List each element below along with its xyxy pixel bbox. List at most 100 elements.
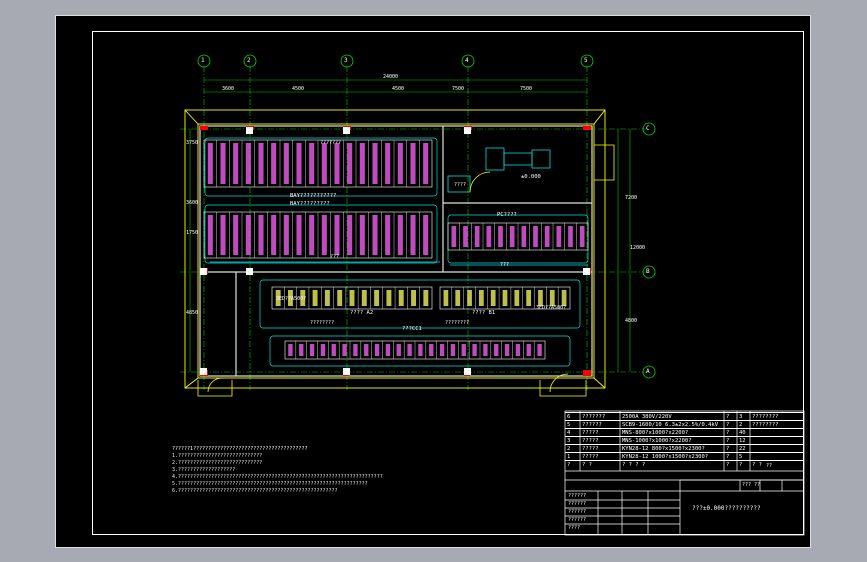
table-cell: 6 (567, 414, 571, 420)
cabinet-label-mark (245, 215, 251, 255)
dimension-lines (189, 79, 631, 372)
grid-label-c: C (646, 125, 650, 132)
cabinet-label-mark (494, 344, 499, 356)
cabinet-label-mark (374, 344, 380, 356)
cabinet-label-mark (359, 215, 365, 255)
dim-left-1: 3750 (186, 140, 199, 146)
table-cell: ???????? (752, 422, 779, 428)
cabinet-label-mark (521, 226, 527, 247)
title-label-4: ?????? (568, 517, 587, 523)
table-row: 1?????KYN28-12 1000?x1500?x2300??5 (565, 452, 804, 460)
table-cell: ? (726, 454, 730, 460)
cabinet-label-mark (398, 290, 404, 306)
grid-label-a: A (646, 368, 650, 375)
cabinet-label-mark (334, 143, 340, 184)
table-cell: 3 (567, 438, 571, 444)
cabinet-label-mark (386, 290, 392, 306)
cabinet-label-mark (385, 344, 391, 356)
cabinet-label-mark (504, 344, 510, 356)
cabinet-label-mark (283, 143, 289, 184)
table-cell: ?????? (582, 422, 602, 428)
table-cell: SCB9-1600/10 6.3±2x2.5%/0.4kV (622, 422, 719, 428)
table-cell: MNS-1000?x1000?x2200? (622, 438, 692, 444)
cabinet-label-mark (300, 290, 306, 306)
title-label-1: ?????? (568, 493, 587, 499)
cabinet-label-mark (321, 215, 327, 255)
label-top: ??????? (320, 140, 342, 146)
cabinet-label-mark (309, 143, 315, 184)
grid-label-5: 5 (584, 57, 588, 64)
drawing-title: ???±0.000?????????? (692, 505, 761, 512)
cabinet-label-mark (233, 143, 239, 184)
cabinet-label-mark (233, 215, 239, 255)
title-project: ?? (766, 463, 773, 469)
grid-label-1: 1 (201, 57, 205, 64)
dim-left-3: 1750 (186, 230, 199, 236)
note-line: 1.???????????????????????????? (172, 453, 263, 459)
cabinet-label-mark (347, 215, 353, 255)
table-cell: 22 (739, 446, 746, 452)
cabinet-label-mark (361, 290, 367, 306)
transformer (447, 144, 615, 193)
cabinet-label-mark (288, 290, 293, 306)
label-elevation: ±0.000 (521, 174, 541, 180)
cabinet-labels (207, 143, 585, 356)
table-header-cell: ? (726, 462, 730, 468)
title-label-2: ?????? (568, 501, 587, 507)
table-row: 3?????MNS-1000?x1000?x2200??12 (565, 436, 804, 444)
table-cell: 2500A 380V/220V (622, 414, 672, 420)
dim-left-2: 3600 (186, 200, 199, 206)
cabinet-label-mark (515, 344, 521, 356)
cabinet-label-mark (309, 344, 315, 356)
cabinet-label-mark (490, 290, 496, 306)
cabinet-label-mark (423, 215, 429, 255)
cabinet-label-mark (410, 143, 416, 184)
table-header-cell: ? ? ? ? (622, 462, 646, 468)
cabinet-label-mark (324, 290, 330, 306)
cabinet-label-mark (385, 143, 391, 184)
note-line: 4.??????????????????????????????????????… (172, 474, 383, 480)
cabinet-label-mark (455, 290, 461, 306)
note-line: 2.???????????????????????????? (172, 460, 263, 466)
cabinet-label-mark (396, 344, 401, 356)
table-cell: 4 (567, 430, 571, 436)
cabinet-label-mark (498, 226, 503, 247)
title-label-3: ?????? (568, 509, 587, 515)
cabinet-label-mark (275, 290, 281, 306)
cabinet-label-mark (372, 143, 378, 184)
grid-label-4: 4 (465, 57, 469, 64)
cabinet-label-mark (549, 290, 555, 306)
cabinet-label-mark (461, 344, 466, 356)
table-header-cell: ? (567, 462, 571, 468)
cabinet-label-mark (544, 226, 550, 247)
cabinet-label-mark (288, 344, 293, 356)
cabinet-label-mark (331, 344, 336, 356)
cabinet-label-mark (423, 143, 429, 184)
dim-overall: 24000 (383, 74, 399, 80)
table-header-cell: ? ? (752, 462, 762, 468)
label-pc: PC???? (497, 212, 517, 218)
title-stage: ??? ?? (742, 482, 761, 488)
cabinet-label-mark (514, 290, 520, 306)
dim-top-5: 7500 (520, 86, 533, 92)
table-cell: ? (726, 414, 730, 420)
cabinet-label-mark (334, 215, 340, 255)
cabinet-label-mark (407, 344, 412, 356)
cabinet-label-mark (220, 143, 226, 184)
dim-top-1: 3600 (222, 86, 235, 92)
building-walls (184, 109, 606, 389)
cabinet-label-mark (556, 226, 562, 247)
label-mid-a: ???????? (310, 320, 335, 326)
table-cell: 3 (739, 414, 743, 420)
cabinet-label-mark (411, 290, 416, 306)
interior-walls (199, 125, 593, 377)
table-row: 5??????SCB9-1600/10 6.3±2x2.5%/0.4kV?2??… (565, 420, 804, 428)
cabinet-label-mark (418, 344, 423, 356)
cabinet-label-mark (258, 215, 264, 255)
table-cell: 12 (739, 438, 746, 444)
cabinet-label-mark (320, 344, 326, 356)
table-header-cell: ? (739, 462, 743, 468)
cabinet-label-mark (397, 143, 403, 184)
dim-top-3: 4500 (392, 86, 405, 92)
